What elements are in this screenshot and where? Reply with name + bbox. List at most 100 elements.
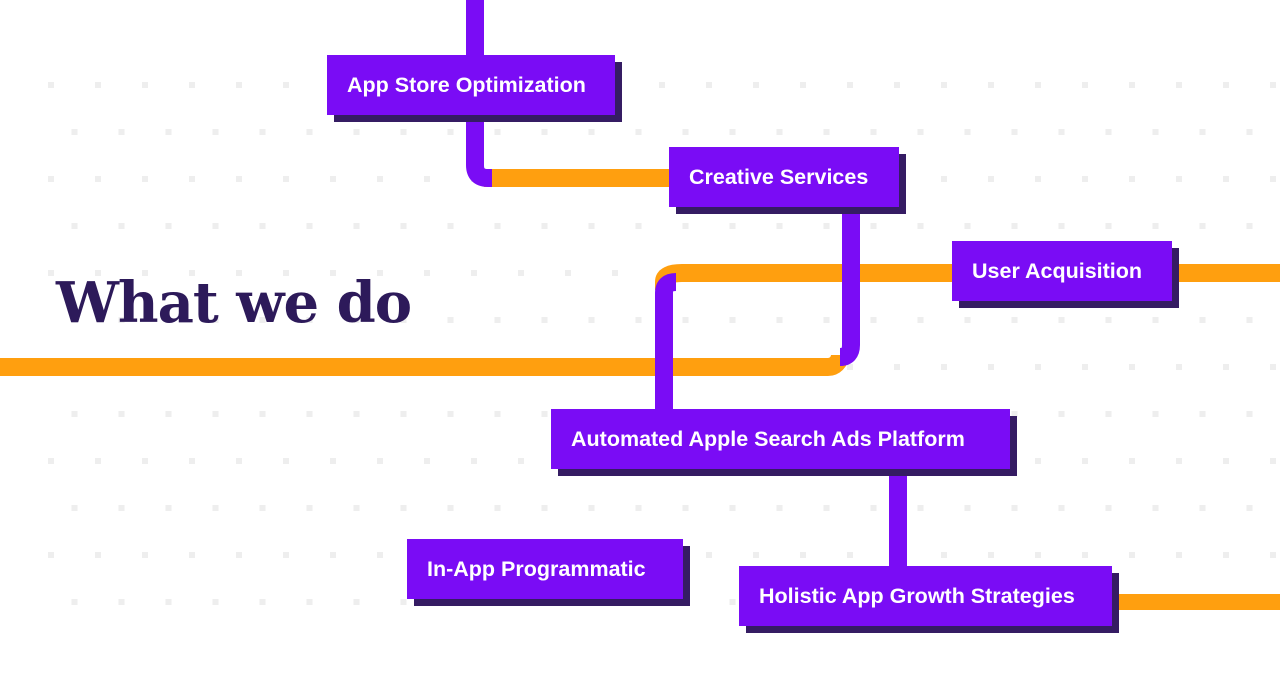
grid-dot [635, 223, 642, 229]
grid-dot [823, 505, 830, 511]
purple-line-aso-to-creative [466, 110, 492, 187]
grid-dot [612, 270, 618, 276]
grid-dot [917, 505, 924, 511]
grid-dot [1246, 505, 1253, 511]
node-in-app-programmatic[interactable]: In-App Programmatic [407, 539, 683, 599]
grid-dot [729, 223, 736, 229]
grid-dot [236, 270, 242, 276]
orange-line-main [0, 354, 849, 376]
grid-dot [588, 223, 595, 229]
grid-dot [424, 176, 430, 182]
page-title: What we do [56, 270, 412, 336]
grid-dot [494, 223, 501, 229]
grid-dot [1011, 223, 1018, 229]
grid-dot [447, 505, 454, 511]
grid-dot [494, 411, 501, 417]
grid-dot [894, 364, 900, 370]
grid-dot [1176, 458, 1182, 464]
grid-dot [1035, 364, 1041, 370]
grid-dot [1058, 505, 1065, 511]
grid-dot [776, 505, 783, 511]
grid-dot [1082, 176, 1088, 182]
grid-dot [1035, 458, 1041, 464]
grid-dot [917, 317, 924, 323]
grid-dot [95, 176, 101, 182]
grid-dot [541, 599, 548, 605]
grid-dot [1176, 552, 1182, 558]
grid-dot [518, 458, 524, 464]
grid-dot [71, 599, 78, 605]
grid-dot [189, 176, 195, 182]
grid-dot [377, 270, 383, 276]
grid-dot [48, 270, 54, 276]
grid-dot [400, 411, 407, 417]
grid-dot [1199, 223, 1206, 229]
grid-dot [870, 129, 877, 135]
grid-dot [729, 599, 736, 605]
grid-dot [1105, 129, 1112, 135]
grid-dot [1129, 364, 1135, 370]
grid-dot [635, 599, 642, 605]
grid-dot [1058, 223, 1065, 229]
grid-dot [236, 458, 242, 464]
grid-dot [1270, 82, 1276, 88]
grid-dot [588, 599, 595, 605]
grid-dot [1082, 82, 1088, 88]
grid-dot [306, 317, 313, 323]
grid-dot [95, 552, 101, 558]
grid-dot [1035, 176, 1041, 182]
grid-dot [283, 270, 289, 276]
grid-dot [400, 599, 407, 605]
grid-dot [236, 176, 242, 182]
grid-dot [753, 552, 759, 558]
grid-dot [494, 505, 501, 511]
grid-dot [118, 599, 125, 605]
grid-dot [236, 82, 242, 88]
grid-dot [588, 505, 595, 511]
grid-dot [941, 82, 947, 88]
grid-dot [330, 458, 336, 464]
grid-dot [1105, 505, 1112, 511]
grid-dot [377, 458, 383, 464]
grid-dot [353, 129, 360, 135]
grid-dot [1270, 176, 1276, 182]
grid-dot [212, 317, 219, 323]
grid-dot [1011, 317, 1018, 323]
grid-dot [541, 505, 548, 511]
grid-dot [635, 129, 642, 135]
grid-dot [189, 270, 195, 276]
grid-dot [447, 599, 454, 605]
grid-dot [1082, 552, 1088, 558]
grid-dot [941, 552, 947, 558]
grid-dot [48, 176, 54, 182]
grid-dot [1270, 552, 1276, 558]
grid-dot [565, 270, 571, 276]
grid-dot [870, 223, 877, 229]
grid-dot [870, 505, 877, 511]
grid-dot [682, 223, 689, 229]
grid-dot [471, 458, 477, 464]
grid-dot [71, 129, 78, 135]
node-creative-services[interactable]: Creative Services [669, 147, 899, 207]
grid-dot [541, 129, 548, 135]
node-app-store-optimization[interactable]: App Store Optimization [327, 55, 615, 115]
node-automated-apple-search-ads-platform[interactable]: Automated Apple Search Ads Platform [551, 409, 1010, 469]
grid-dot [1152, 505, 1159, 511]
grid-dot [212, 599, 219, 605]
grid-dot [71, 411, 78, 417]
grid-dot [964, 505, 971, 511]
grid-dot [1129, 82, 1135, 88]
grid-dot [518, 270, 524, 276]
grid-dot [118, 317, 125, 323]
grid-dot [212, 223, 219, 229]
grid-dot [236, 552, 242, 558]
grid-dot [729, 129, 736, 135]
grid-dot [259, 317, 266, 323]
grid-dot [95, 82, 101, 88]
node-holistic-app-growth-strategies[interactable]: Holistic App Growth Strategies [739, 566, 1112, 626]
grid-dot [71, 223, 78, 229]
grid-dot [1058, 411, 1065, 417]
node-user-acquisition[interactable]: User Acquisition [952, 241, 1172, 301]
grid-dot [400, 223, 407, 229]
grid-dot [118, 223, 125, 229]
